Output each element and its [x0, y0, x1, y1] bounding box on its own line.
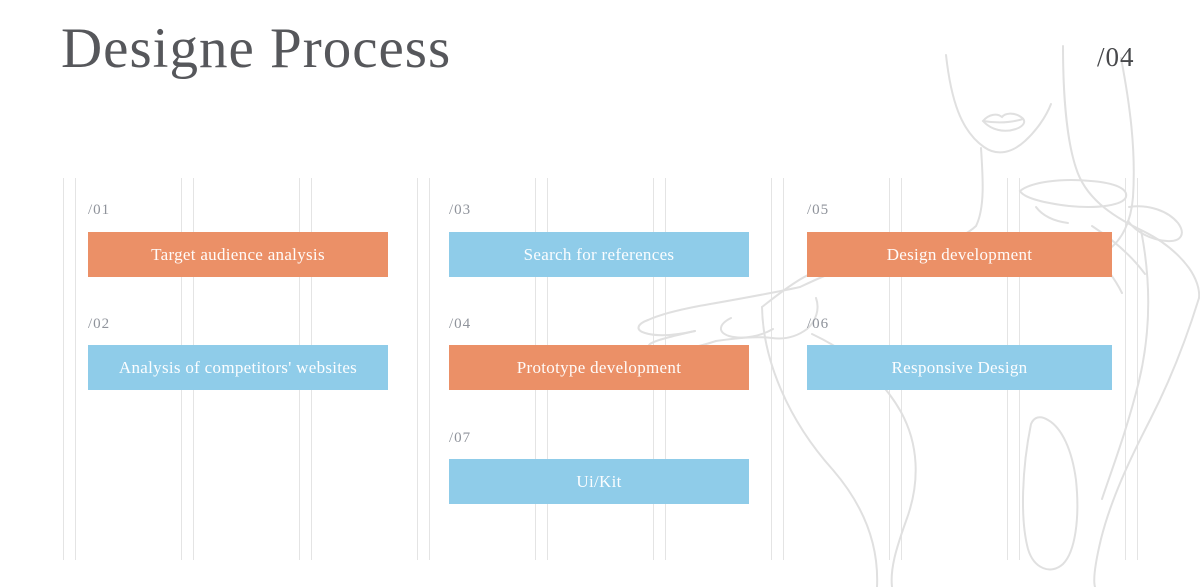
process-step-number: /07	[449, 430, 472, 446]
process-step-bar-ui-kit[interactable]: Ui/Kit	[449, 459, 749, 504]
grid-line	[1137, 178, 1138, 560]
grid-line	[783, 178, 784, 560]
process-step-number: /03	[449, 202, 472, 218]
grid-line	[63, 178, 64, 560]
grid-line	[429, 178, 430, 560]
grid-line	[75, 178, 76, 560]
process-step-bar-target-audience-analysis[interactable]: Target audience analysis	[88, 232, 388, 277]
process-step-bar-analysis-of-competitors-websites[interactable]: Analysis of competitors' websites	[88, 345, 388, 390]
grid-line	[771, 178, 772, 560]
page-number: /04	[1097, 42, 1135, 72]
process-step-number: /01	[88, 202, 111, 218]
process-step-number: /06	[807, 316, 830, 332]
process-step-bar-search-for-references[interactable]: Search for references	[449, 232, 749, 277]
grid-line	[1125, 178, 1126, 560]
process-step-bar-design-development[interactable]: Design development	[807, 232, 1112, 277]
process-step-number: /04	[449, 316, 472, 332]
page-title: Designe Process	[61, 17, 452, 80]
process-step-bar-prototype-development[interactable]: Prototype development	[449, 345, 749, 390]
process-step-number: /05	[807, 202, 830, 218]
grid-line	[417, 178, 418, 560]
process-step-number: /02	[88, 316, 111, 332]
process-step-bar-responsive-design[interactable]: Responsive Design	[807, 345, 1112, 390]
